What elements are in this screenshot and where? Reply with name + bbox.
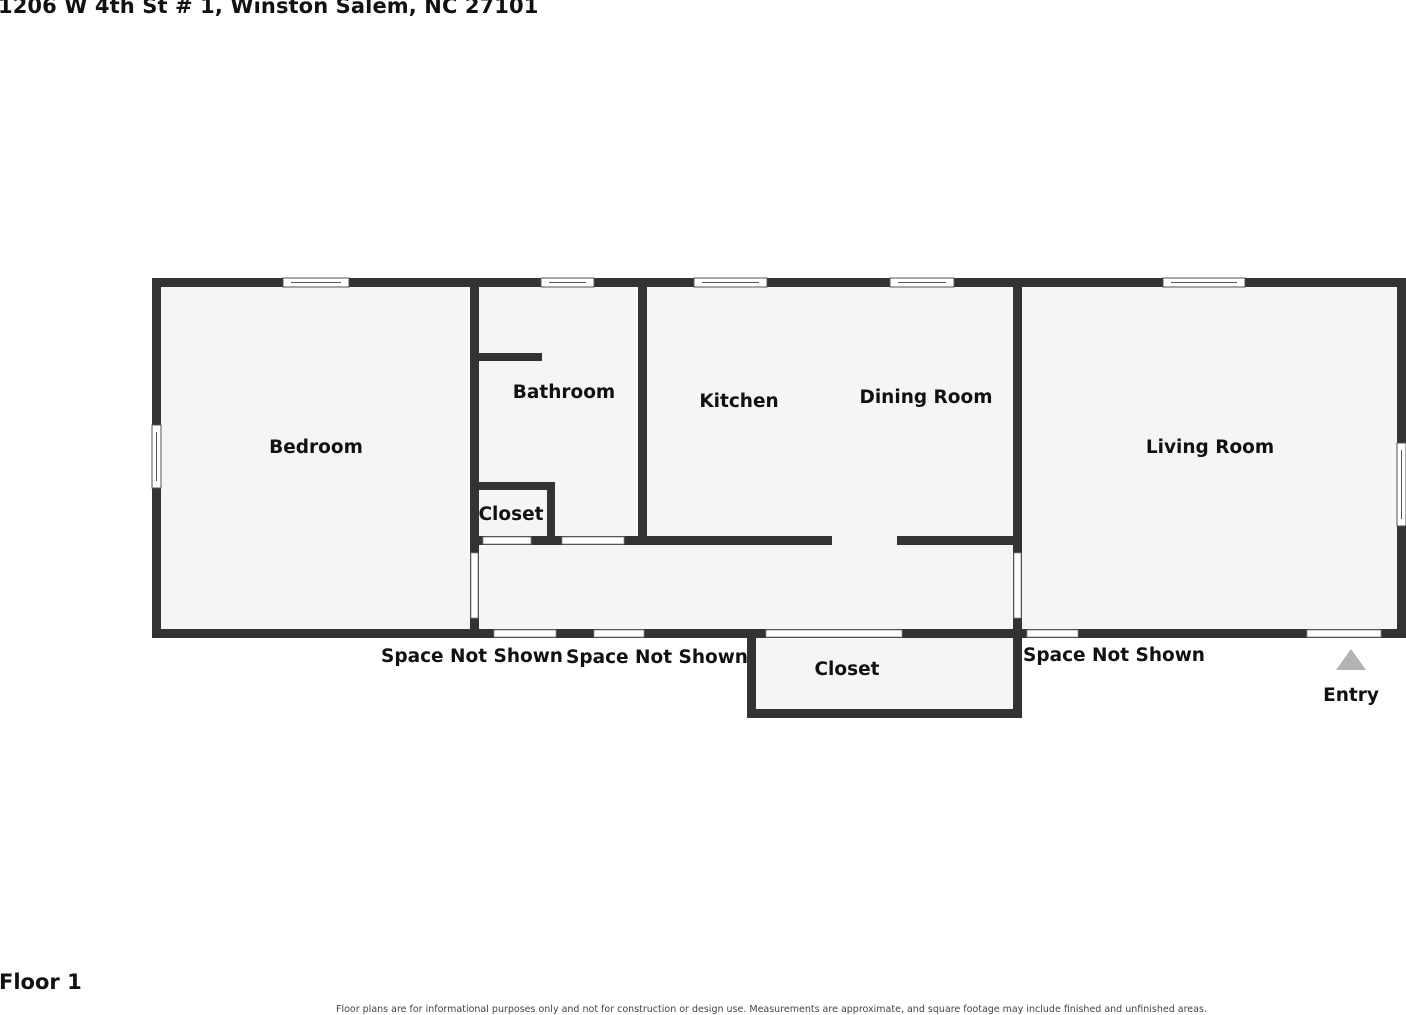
space-not-shown-label: Space Not Shown xyxy=(1023,645,1205,666)
room-label-living-room: Living Room xyxy=(1146,437,1274,458)
entry-label: Entry xyxy=(1323,685,1379,706)
room-label-bedroom: Bedroom xyxy=(269,437,363,458)
entry-arrow-icon xyxy=(1336,649,1366,670)
space-not-shown-label: Space Not Shown xyxy=(381,646,563,667)
windows xyxy=(151,277,1406,527)
lower-closet-floor xyxy=(752,633,1018,713)
room-label-bathroom: Bathroom xyxy=(513,382,615,403)
room-label-dining-room: Dining Room xyxy=(859,387,992,408)
doorways xyxy=(470,536,1382,638)
room-label-closet-small: Closet xyxy=(478,504,543,525)
disclaimer-text: Floor plans are for informational purpos… xyxy=(336,1004,1207,1015)
interior-walls xyxy=(470,283,1022,633)
room-label-kitchen: Kitchen xyxy=(699,391,778,412)
main-floor-area xyxy=(157,283,1402,633)
property-address: 1206 W 4th St # 1, Winston Salem, NC 271… xyxy=(0,0,539,18)
room-label-closet-lower: Closet xyxy=(814,659,879,680)
space-not-shown-label: Space Not Shown xyxy=(566,647,748,668)
floor-label: Floor 1 xyxy=(0,970,82,994)
